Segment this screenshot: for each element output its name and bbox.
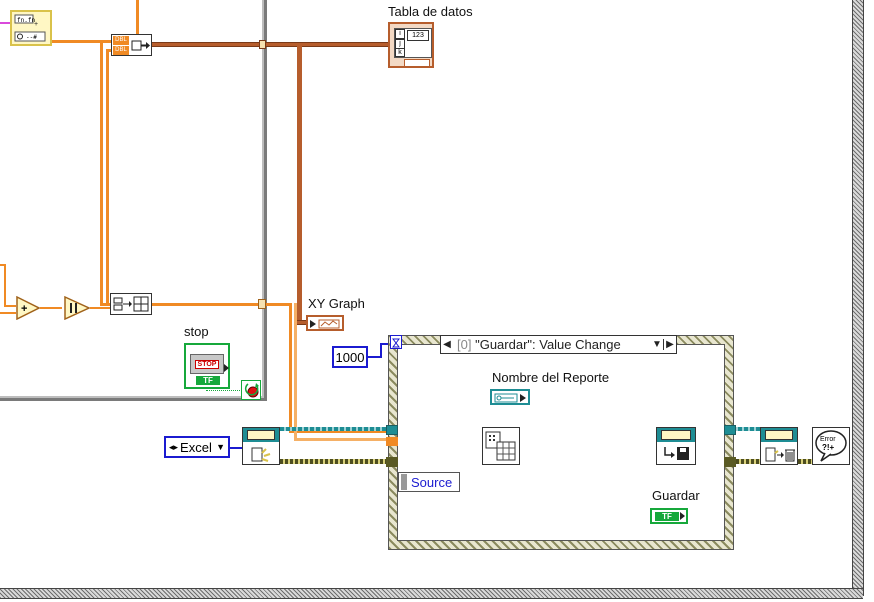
- bundle-icon[interactable]: [110, 293, 152, 315]
- event-data-node[interactable]: Source: [398, 472, 460, 492]
- dbl-label: DBL: [113, 46, 129, 55]
- formula-node-icon[interactable]: fn.fn --# +: [10, 10, 52, 46]
- tunnel: [259, 40, 266, 49]
- wire: [100, 40, 103, 306]
- wire: [4, 305, 16, 307]
- wire: [136, 0, 139, 37]
- wire: [52, 40, 112, 43]
- save-report-icon[interactable]: [656, 427, 696, 465]
- wire: [289, 430, 389, 433]
- wire: [206, 390, 248, 393]
- svg-text:--#: --#: [26, 34, 37, 41]
- report-type-value: Excel: [180, 439, 212, 455]
- wire: [228, 447, 242, 449]
- wire: [90, 307, 110, 309]
- add-icon[interactable]: +: [16, 295, 41, 321]
- timeout-constant[interactable]: 1000: [332, 346, 368, 368]
- table-num-label: 123: [407, 30, 429, 41]
- append-table-to-report-icon[interactable]: [482, 427, 520, 465]
- wire: [266, 303, 292, 306]
- wire: [297, 42, 302, 324]
- wire: [4, 264, 6, 307]
- previous-case-icon[interactable]: ◀: [443, 339, 451, 350]
- outer-loop-bottom-border: [0, 588, 863, 599]
- stop-text: STOP: [194, 359, 220, 369]
- tunnel: [724, 425, 736, 435]
- wire: [152, 303, 260, 306]
- wire: [106, 49, 112, 52]
- wire: [0, 312, 16, 314]
- wire: [294, 438, 389, 441]
- wire: [380, 343, 382, 358]
- tf-label: TF: [655, 512, 679, 521]
- error-text: Error: [820, 436, 836, 443]
- guardar-boolean-icon[interactable]: TF: [650, 508, 688, 524]
- table-indicator-icon[interactable]: i j k 123: [388, 22, 434, 68]
- tabla-de-datos-label: Tabla de datos: [388, 4, 473, 19]
- build-array-icon[interactable]: DBL DBL: [111, 34, 152, 56]
- new-report-icon[interactable]: [242, 427, 280, 465]
- tunnel: [258, 299, 266, 309]
- svg-text:+: +: [21, 303, 27, 315]
- stop-label: stop: [184, 324, 209, 339]
- wire: [100, 303, 112, 306]
- wire: [106, 49, 109, 306]
- guardar-label: Guardar: [652, 488, 700, 503]
- wire: [40, 307, 62, 309]
- tunnel: [386, 437, 398, 446]
- case-dropdown-icon[interactable]: ▼: [652, 339, 662, 350]
- wire: [152, 42, 390, 47]
- xy-graph-indicator-icon[interactable]: [306, 315, 344, 331]
- wire: [280, 427, 388, 431]
- wire: [798, 459, 812, 464]
- wire: [294, 303, 297, 441]
- wire: [380, 343, 390, 345]
- pause-icon[interactable]: [64, 295, 91, 321]
- event-case-name: "Guardar": Value Change: [475, 337, 621, 352]
- next-case-icon[interactable]: ▶: [663, 339, 676, 350]
- source-label: Source: [411, 474, 453, 490]
- stop-button-icon[interactable]: STOP TF: [184, 343, 230, 389]
- outer-loop-right-border: [852, 0, 864, 596]
- dbl-label: DBL: [113, 36, 129, 45]
- tf-label: TF: [196, 376, 220, 385]
- string-control-icon[interactable]: [490, 389, 530, 405]
- nombre-del-reporte-label: Nombre del Reporte: [492, 370, 610, 385]
- inner-while-loop[interactable]: [0, 0, 267, 401]
- wire: [289, 303, 292, 433]
- wire: [297, 320, 309, 325]
- tunnel: [386, 457, 398, 467]
- tunnel: [724, 457, 736, 467]
- stop-terminal-icon[interactable]: [241, 380, 261, 400]
- simple-error-handler-icon[interactable]: Error?!+: [812, 427, 850, 465]
- wire: [368, 356, 380, 358]
- wire: [0, 22, 10, 24]
- tunnel: [386, 425, 398, 435]
- wire: [280, 459, 388, 464]
- report-type-enum[interactable]: ◂▸ Excel ▼: [164, 436, 230, 458]
- xy-graph-label: XY Graph: [308, 296, 365, 311]
- wire: [0, 264, 6, 266]
- timeout-terminal-icon[interactable]: [390, 335, 402, 349]
- svg-text:fn.fn: fn.fn: [17, 17, 35, 24]
- dispose-report-icon[interactable]: [760, 427, 798, 465]
- event-case-selector[interactable]: ◀ [0] "Guardar": Value Change ▼ ▶: [440, 335, 677, 354]
- svg-text:+: +: [34, 21, 38, 28]
- event-case-index: [0]: [457, 337, 472, 352]
- error-symbol-text: ?!+: [822, 443, 835, 452]
